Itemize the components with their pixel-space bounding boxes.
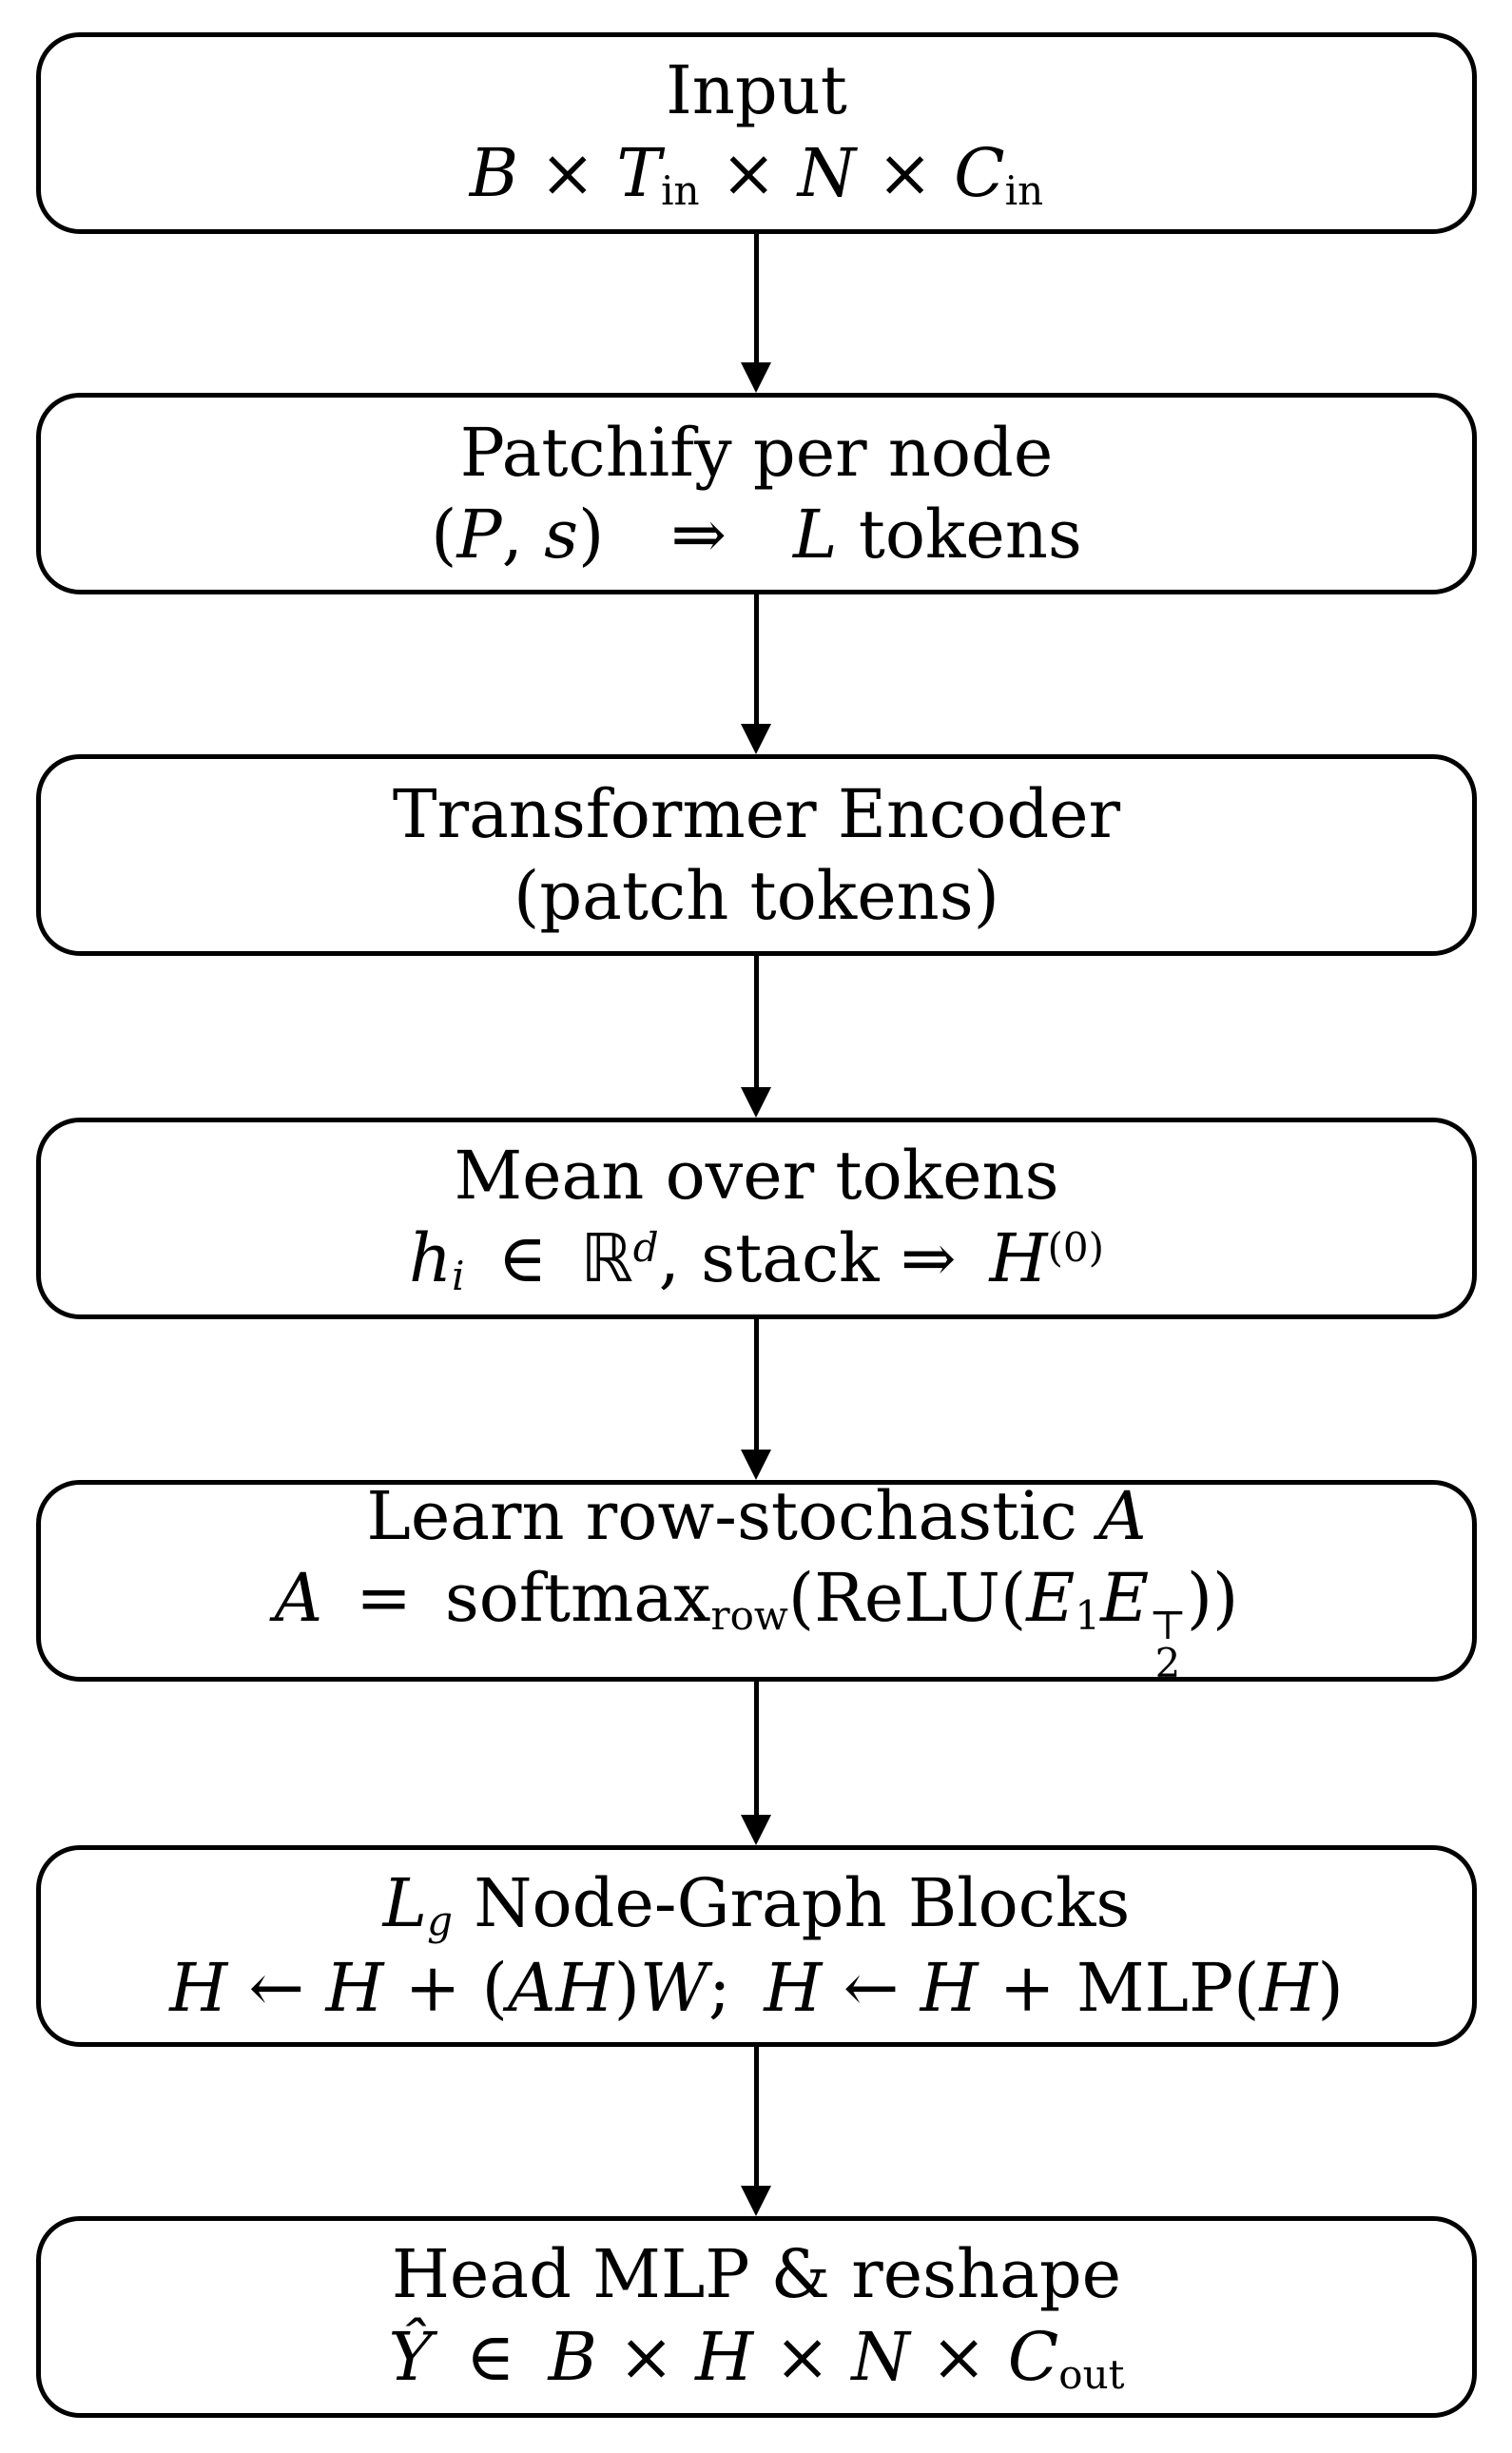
node-head-formula: Ŷ ∈ B × H × N × Cout: [388, 2317, 1125, 2398]
arrow-head-icon: [741, 1815, 771, 1845]
node-blocks-formula: H ← H + (AH)W; H ← H + MLP(H): [169, 1949, 1344, 2028]
arrow-head-icon: [741, 2186, 771, 2216]
arrow-line: [754, 234, 759, 364]
node-learn-formula: A = softmaxrow(ReLU(E1E⊤2)): [274, 1559, 1239, 1687]
node-mean-formula: hi ∈ ℝd, stack ⇒ H(0): [408, 1218, 1105, 1299]
flow-arrow-2: [741, 594, 772, 754]
flow-arrow-5: [741, 1682, 772, 1845]
node-learn-title: Learn row-stochastic A: [366, 1476, 1147, 1555]
node-patchify: Patchify per node (P, s) ⇒ L tokens: [36, 393, 1477, 594]
node-input-formula: B × Tin × N × Cin: [469, 133, 1044, 214]
node-blocks-title: Lg Node-Graph Blocks: [382, 1864, 1131, 1945]
arrow-head-icon: [741, 724, 771, 754]
arrow-line: [754, 2047, 759, 2188]
node-mean-over-tokens: Mean over tokens hi ∈ ℝd, stack ⇒ H(0): [36, 1118, 1477, 1319]
arrow-head-icon: [741, 1087, 771, 1118]
node-patchify-formula: (P, s) ⇒ L tokens: [431, 496, 1082, 574]
flow-arrow-3: [741, 956, 772, 1118]
arrow-line: [754, 1319, 759, 1451]
node-input-title: Input: [666, 51, 847, 130]
node-input: Input B × Tin × N × Cin: [36, 32, 1477, 234]
node-head-title: Head MLP & reshape: [391, 2235, 1122, 2314]
node-head-mlp-reshape: Head MLP & reshape Ŷ ∈ B × H × N × Cout: [36, 2216, 1477, 2418]
arrow-head-icon: [741, 362, 771, 393]
node-node-graph-blocks: Lg Node-Graph Blocks H ← H + (AH)W; H ← …: [36, 1845, 1477, 2047]
node-mean-title: Mean over tokens: [454, 1137, 1059, 1216]
flow-arrow-1: [741, 234, 772, 393]
node-transformer-title: Transformer Encoder: [392, 774, 1121, 853]
node-patchify-title: Patchify per node: [459, 413, 1054, 492]
arrow-head-icon: [741, 1450, 771, 1480]
flow-arrow-6: [741, 2047, 772, 2216]
node-transformer-subtitle: (patch tokens): [514, 857, 999, 935]
node-transformer-encoder: Transformer Encoder (patch tokens): [36, 754, 1477, 956]
node-learn-row-stochastic: Learn row-stochastic A A = softmaxrow(Re…: [36, 1476, 1477, 1687]
arrow-line: [754, 956, 759, 1089]
arrow-line: [754, 594, 759, 726]
flow-arrow-4: [741, 1319, 772, 1480]
arrow-line: [754, 1682, 759, 1817]
